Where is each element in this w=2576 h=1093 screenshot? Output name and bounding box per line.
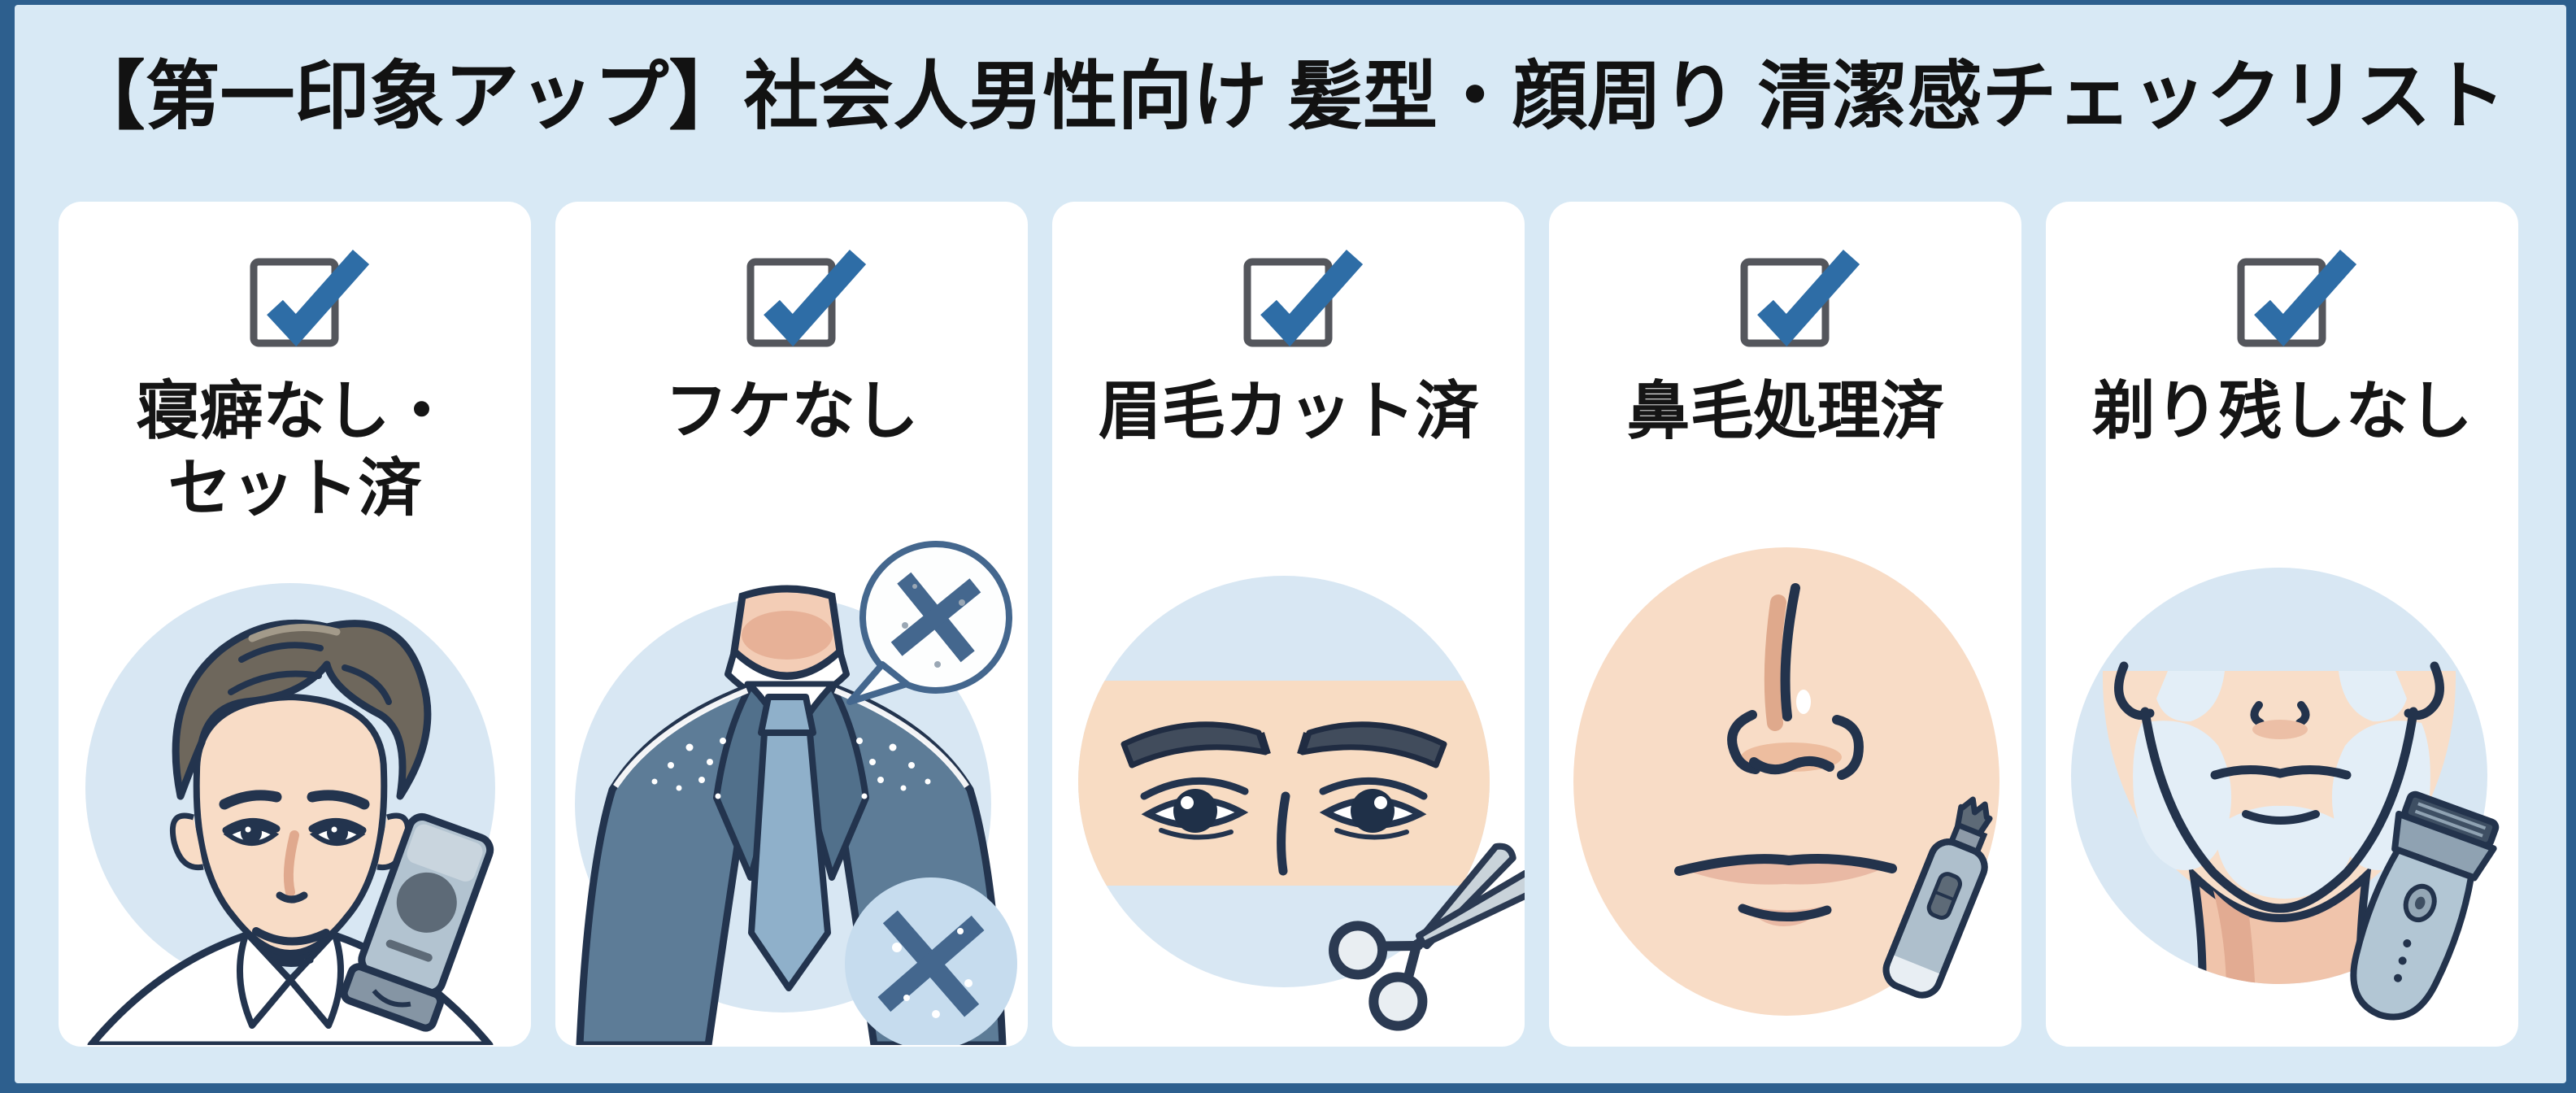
necktie: [748, 694, 831, 991]
shaven-jaw-illustration: [2071, 568, 2500, 1021]
checklist-card-eyebrows: 眉毛カット済: [1052, 202, 1525, 1047]
card-label: フケなし: [664, 375, 919, 446]
eyes: [1140, 777, 1428, 840]
mouth: [2210, 701, 2352, 825]
checked-checkbox-icon: [2237, 250, 2357, 347]
checked-checkbox-icon: [746, 250, 867, 347]
trimmed-eyebrows: [1120, 721, 1447, 769]
checked-checkbox-icon: [1740, 250, 1860, 347]
lips: [1674, 854, 1897, 926]
checklist-card-nose-hair: 鼻毛処理済: [1549, 202, 2021, 1047]
card-label: 剃り残しなし: [2091, 375, 2473, 446]
checked-checkbox-icon: [1243, 250, 1364, 347]
checklist-cards: 寝癖なし・ セット済: [59, 202, 2518, 1047]
nose-illustration: [1573, 547, 1999, 1016]
card-label: 眉毛カット済: [1098, 375, 1479, 446]
hair-wax-tube-icon: [340, 812, 494, 1032]
scissors-icon: [1329, 843, 1525, 1031]
styled-hair: [172, 619, 432, 800]
checked-checkbox-icon: [250, 250, 370, 347]
electric-shaver-icon: [2350, 790, 2500, 1021]
jaw-outline: [2114, 661, 2444, 913]
checklist-card-no-dandruff: フケなし: [555, 202, 1028, 1047]
eyebrows-illustration: [1078, 576, 1525, 1031]
nose-trimmer-icon: [1882, 796, 1993, 999]
checklist-card-hair-set: 寝癖なし・ セット済: [59, 202, 531, 1047]
cross-mark-icon: [845, 877, 1017, 1045]
speech-bubble-x-icon: [846, 541, 1012, 705]
nose: [1727, 583, 1864, 780]
card-label: 寝癖なし・ セット済: [136, 375, 454, 525]
card-label: 鼻毛処理済: [1626, 375, 1944, 446]
page-title: 【第一印象アップ】社会人男性向け 髪型・顔周り 清潔感チェックリスト: [70, 55, 2506, 138]
suit-dandruff-illustration: [575, 541, 1017, 1045]
man-portrait-illustration: [85, 583, 495, 1045]
checklist-card-shaving: 剃り残しなし: [2046, 202, 2518, 1047]
dandruff-flecks: [651, 738, 931, 799]
